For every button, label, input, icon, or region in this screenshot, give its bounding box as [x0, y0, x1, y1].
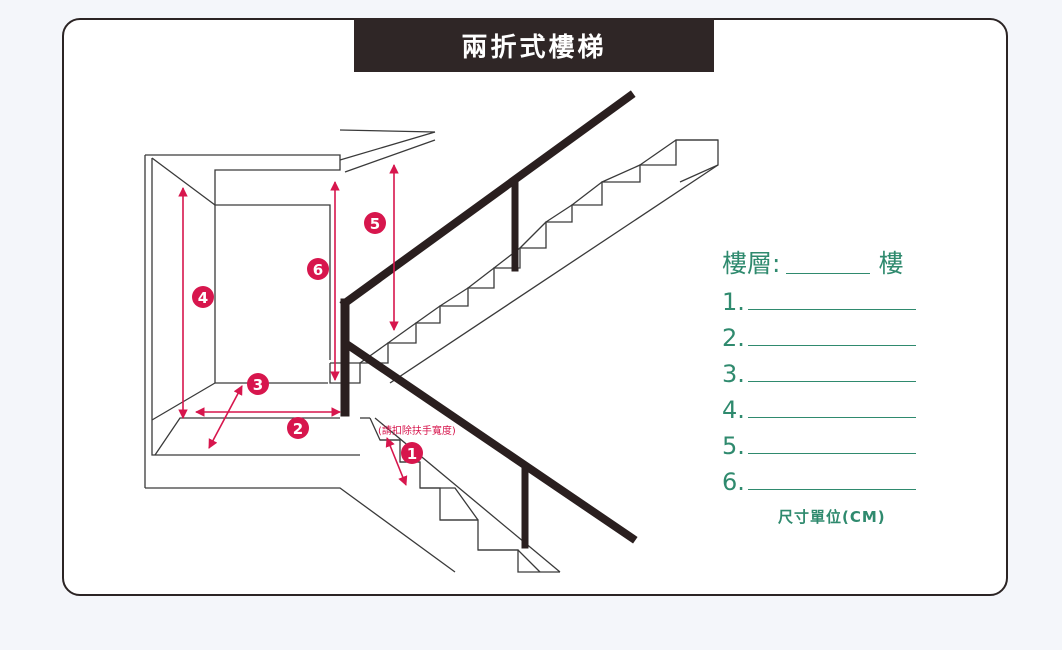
landing-room: [144, 129, 456, 573]
measure-input-line[interactable]: [748, 309, 916, 310]
upper-flight: [329, 139, 719, 384]
floor-row: 樓層: 樓: [722, 246, 932, 280]
row-number: 5.: [722, 432, 745, 460]
marker-6: 6: [307, 258, 329, 280]
floor-label: 樓層:: [722, 249, 781, 278]
handrail-note: (請扣除扶手寬度): [378, 424, 456, 437]
marker-4: 4: [192, 286, 214, 308]
lower-flight: [360, 417, 561, 573]
measure-row-6: 6.: [722, 460, 932, 496]
row-number: 1.: [722, 288, 745, 316]
measure-input-line[interactable]: [748, 417, 916, 418]
marker-3: 3: [247, 373, 269, 395]
row-number: 6.: [722, 468, 745, 496]
page-title: 兩折式樓梯: [354, 18, 714, 72]
measure-input-line[interactable]: [748, 345, 916, 346]
measure-row-4: 4.: [722, 388, 932, 424]
measure-arrows: [178, 164, 408, 486]
measure-row-1: 1.: [722, 280, 932, 316]
row-number: 2.: [722, 324, 745, 352]
row-number: 3.: [722, 360, 745, 388]
marker-5: 5: [364, 212, 386, 234]
marker-2: 2: [287, 417, 309, 439]
measure-input-line[interactable]: [748, 453, 916, 454]
measure-row-2: 2.: [722, 316, 932, 352]
measure-row-3: 3.: [722, 352, 932, 388]
svg-text:4: 4: [198, 289, 208, 307]
svg-text:1: 1: [407, 445, 417, 463]
unit-label: 尺寸單位(CM): [778, 508, 886, 526]
floor-suffix: 樓: [878, 249, 904, 278]
row-number: 4.: [722, 396, 745, 424]
svg-text:2: 2: [293, 420, 303, 438]
marker-1: 1: [401, 442, 423, 464]
svg-text:3: 3: [253, 376, 263, 394]
measure-input-line[interactable]: [748, 381, 916, 382]
floor-input-line[interactable]: [786, 273, 871, 274]
svg-text:5: 5: [370, 215, 380, 233]
handrail: [339, 90, 638, 549]
measure-input-line[interactable]: [748, 489, 916, 490]
measure-row-5: 5.: [722, 424, 932, 460]
svg-text:6: 6: [313, 261, 323, 279]
diagram-card: [62, 18, 1008, 596]
measurement-form: 樓層: 樓 1. 2. 3. 4. 5. 6. 尺寸單位(CM): [722, 246, 932, 527]
